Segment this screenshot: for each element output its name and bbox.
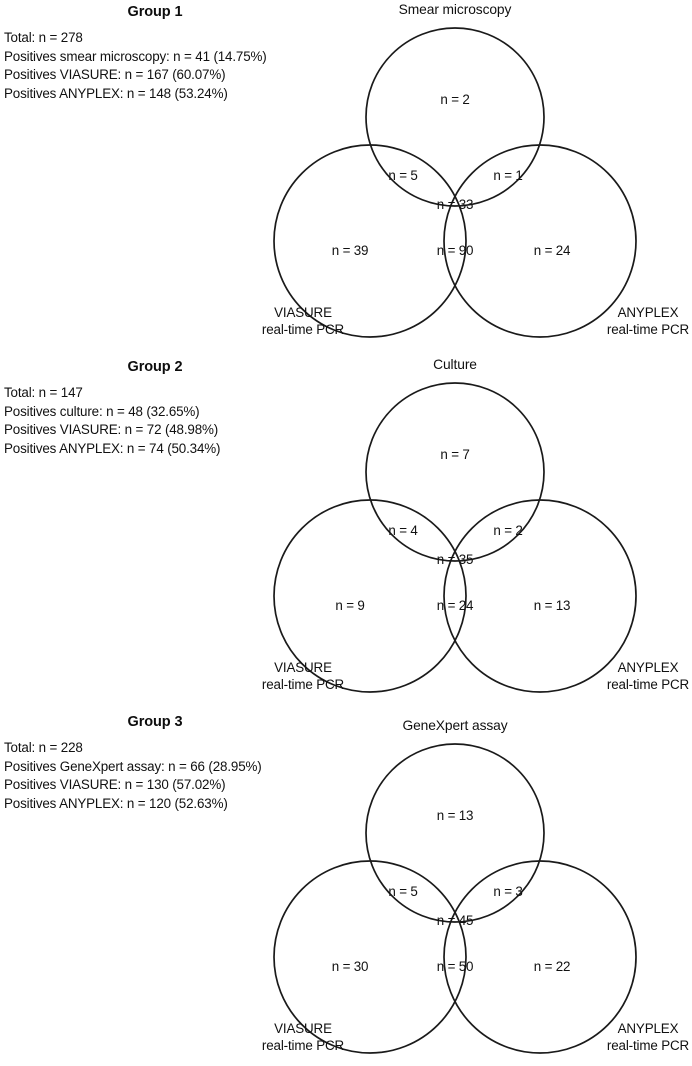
stat-viasure-positives: Positives VIASURE: n = 130 (57.02%) — [4, 777, 226, 793]
stat-reference-positives: Positives GeneXpert assay: n = 66 (28.95… — [4, 758, 262, 774]
stat-total: Total: n = 278 — [4, 30, 83, 45]
venn-right-set-label-line2: real-time PCR — [607, 677, 690, 692]
venn-circle-top — [365, 743, 545, 923]
venn-diagram: Smear microscopy n = 2 n = 5 n = 1 n = 3… — [260, 0, 692, 355]
venn-circle-top — [365, 382, 545, 562]
stat-anyplex-positives: Positives ANYPLEX: n = 120 (52.63%) — [4, 795, 228, 811]
venn-circle-right — [443, 860, 637, 1054]
venn-region-top-left: n = 4 — [388, 523, 418, 538]
venn-left-set-label-line2: real-time PCR — [262, 677, 345, 692]
stat-viasure-positives: Positives VIASURE: n = 167 (60.07%) — [4, 67, 226, 83]
venn-left-set-label-line2: real-time PCR — [262, 322, 345, 337]
venn-circle-left — [273, 860, 467, 1054]
group-title: Group 2 — [127, 359, 183, 375]
venn-panel-group-3: Group 3 Total: n = 228 Positives GeneXpe… — [0, 710, 692, 1065]
venn-region-left-only: n = 9 — [335, 598, 364, 613]
venn-top-set-label: Smear microscopy — [399, 2, 512, 17]
venn-region-all-three: n = 35 — [437, 552, 473, 567]
venn-right-set-label-line1: ANYPLEX — [618, 1021, 679, 1036]
group-stats: Total: n = 147 Positives culture: n = 48… — [4, 384, 324, 458]
venn-region-left-right: n = 50 — [437, 959, 473, 974]
venn-left-set-label-line1: VIASURE — [274, 660, 332, 675]
venn-circle-left — [273, 499, 467, 693]
venn-circle-right — [443, 499, 637, 693]
venn-right-set-label-line1: ANYPLEX — [618, 305, 679, 320]
stat-viasure-positives: Positives VIASURE: n = 72 (48.98%) — [4, 422, 219, 438]
group-stats: Total: n = 278 Positives smear microscop… — [4, 29, 324, 103]
venn-right-set-label-line2: real-time PCR — [607, 1038, 690, 1053]
venn-circle-top — [365, 27, 545, 207]
venn-region-top-left: n = 5 — [388, 168, 417, 183]
venn-diagram: GeneXpert assay n = 13 n = 5 n = 3 n = 4… — [260, 710, 692, 1065]
venn-region-right-only: n = 13 — [534, 598, 570, 613]
venn-region-all-three: n = 33 — [437, 197, 473, 212]
stat-reference-positives: Positives culture: n = 48 (32.65%) — [4, 403, 200, 419]
venn-left-set-label-line1: VIASURE — [274, 305, 332, 320]
group-title: Group 1 — [127, 4, 183, 20]
group-title: Group 3 — [127, 714, 183, 730]
venn-left-set-label-line2: real-time PCR — [262, 1038, 345, 1053]
venn-region-right-only: n = 22 — [534, 959, 570, 974]
stat-reference-positives: Positives smear microscopy: n = 41 (14.7… — [4, 48, 267, 64]
venn-panel-group-1: Group 1 Total: n = 278 Positives smear m… — [0, 0, 692, 355]
venn-left-set-label-line1: VIASURE — [274, 1021, 332, 1036]
venn-panel-group-2: Group 2 Total: n = 147 Positives culture… — [0, 355, 692, 710]
stat-anyplex-positives: Positives ANYPLEX: n = 148 (53.24%) — [4, 85, 228, 101]
venn-region-top-right: n = 3 — [493, 884, 522, 899]
venn-region-left-only: n = 39 — [332, 243, 368, 258]
venn-right-set-label-line2: real-time PCR — [607, 322, 690, 337]
venn-region-left-right: n = 24 — [437, 598, 474, 613]
venn-region-all-three: n = 45 — [437, 913, 473, 928]
stat-total: Total: n = 228 — [4, 740, 83, 755]
venn-region-top-only: n = 7 — [440, 447, 469, 462]
venn-region-top-only: n = 2 — [440, 92, 469, 107]
venn-circle-left — [273, 144, 467, 338]
venn-region-left-only: n = 30 — [332, 959, 368, 974]
stat-total: Total: n = 147 — [4, 385, 83, 400]
venn-right-set-label-line1: ANYPLEX — [618, 660, 679, 675]
venn-region-right-only: n = 24 — [534, 243, 571, 258]
group-stats: Total: n = 228 Positives GeneXpert assay… — [4, 739, 324, 813]
stat-anyplex-positives: Positives ANYPLEX: n = 74 (50.34%) — [4, 440, 221, 456]
venn-region-top-right: n = 2 — [493, 523, 522, 538]
venn-top-set-label: GeneXpert assay — [402, 718, 507, 733]
venn-diagram: Culture n = 7 n = 4 n = 2 n = 35 n = 9 n… — [260, 355, 692, 710]
venn-region-top-only: n = 13 — [437, 808, 473, 823]
venn-top-set-label: Culture — [433, 357, 477, 372]
venn-circle-right — [443, 144, 637, 338]
venn-region-top-left: n = 5 — [388, 884, 417, 899]
venn-region-top-right: n = 1 — [493, 168, 522, 183]
venn-region-left-right: n = 90 — [437, 243, 473, 258]
